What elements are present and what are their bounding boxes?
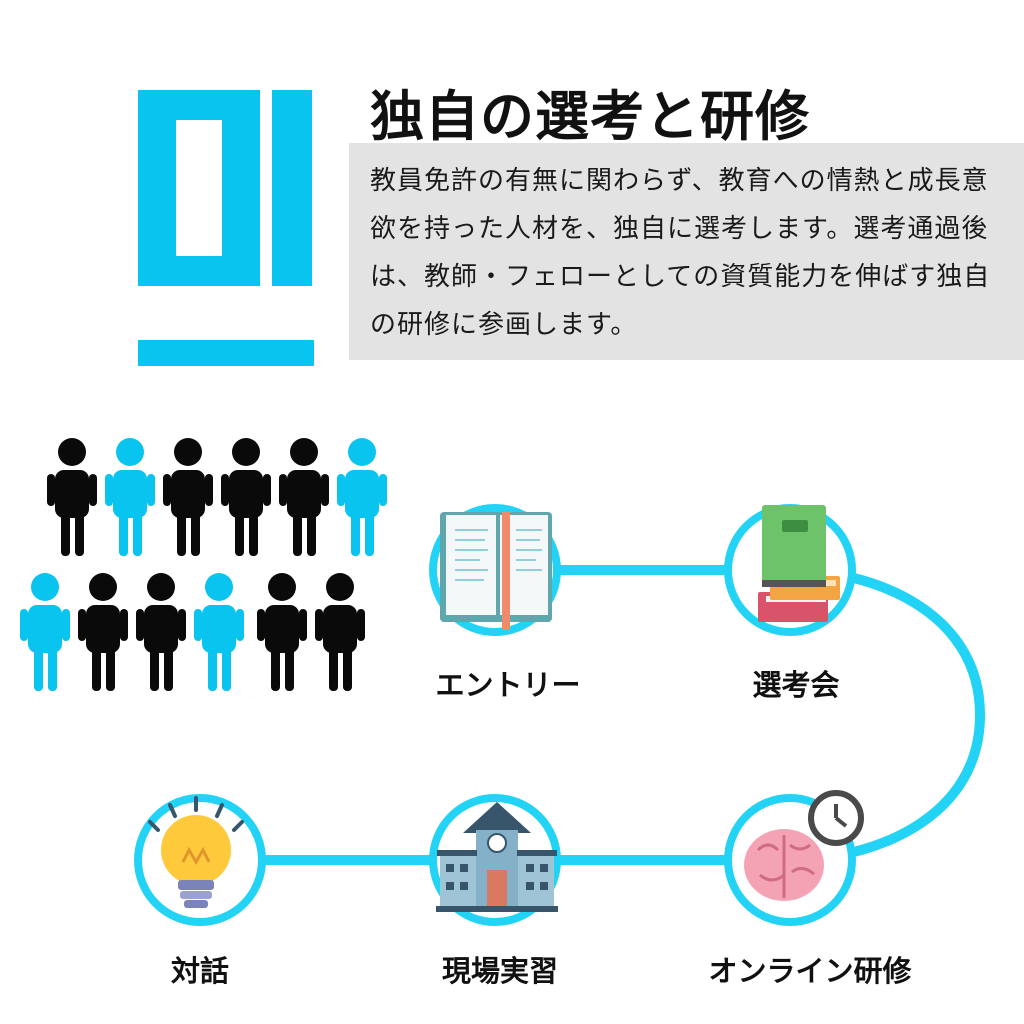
flow-connector [200, 565, 986, 865]
open-book-icon [440, 512, 552, 630]
section-title: 独自の選考と研修 [370, 85, 810, 148]
person-icon [47, 438, 97, 556]
digit-one [272, 90, 312, 286]
description-box [349, 143, 1024, 360]
step-label-selection: 選考会 [752, 668, 840, 702]
person-icon [20, 573, 70, 691]
step-label-online-training: オンライン研修 [708, 954, 912, 988]
person-icon [163, 438, 213, 556]
brain-clock-icon [744, 790, 864, 901]
step-label-dialogue: 対話 [170, 954, 230, 988]
stacked-books-icon [758, 505, 840, 622]
number-underline [138, 340, 314, 366]
lightbulb-icon [148, 796, 244, 908]
person-icon [257, 573, 307, 691]
step-label-entry: エントリー [435, 668, 581, 702]
person-icon [221, 438, 271, 556]
section-description: 教員免許の有無に関わらず、教育への情熱と成長意欲を持った人材を、独自に選考します… [370, 166, 991, 340]
person-icon [194, 573, 244, 691]
step-label-practicum: 現場実習 [441, 954, 559, 988]
person-icon [279, 438, 329, 556]
person-icon [337, 438, 387, 556]
digit-zero [138, 90, 260, 286]
person-icon [136, 573, 186, 691]
person-icon [315, 573, 365, 691]
person-icon [105, 438, 155, 556]
school-building-icon [436, 802, 558, 912]
person-icon [78, 573, 128, 691]
